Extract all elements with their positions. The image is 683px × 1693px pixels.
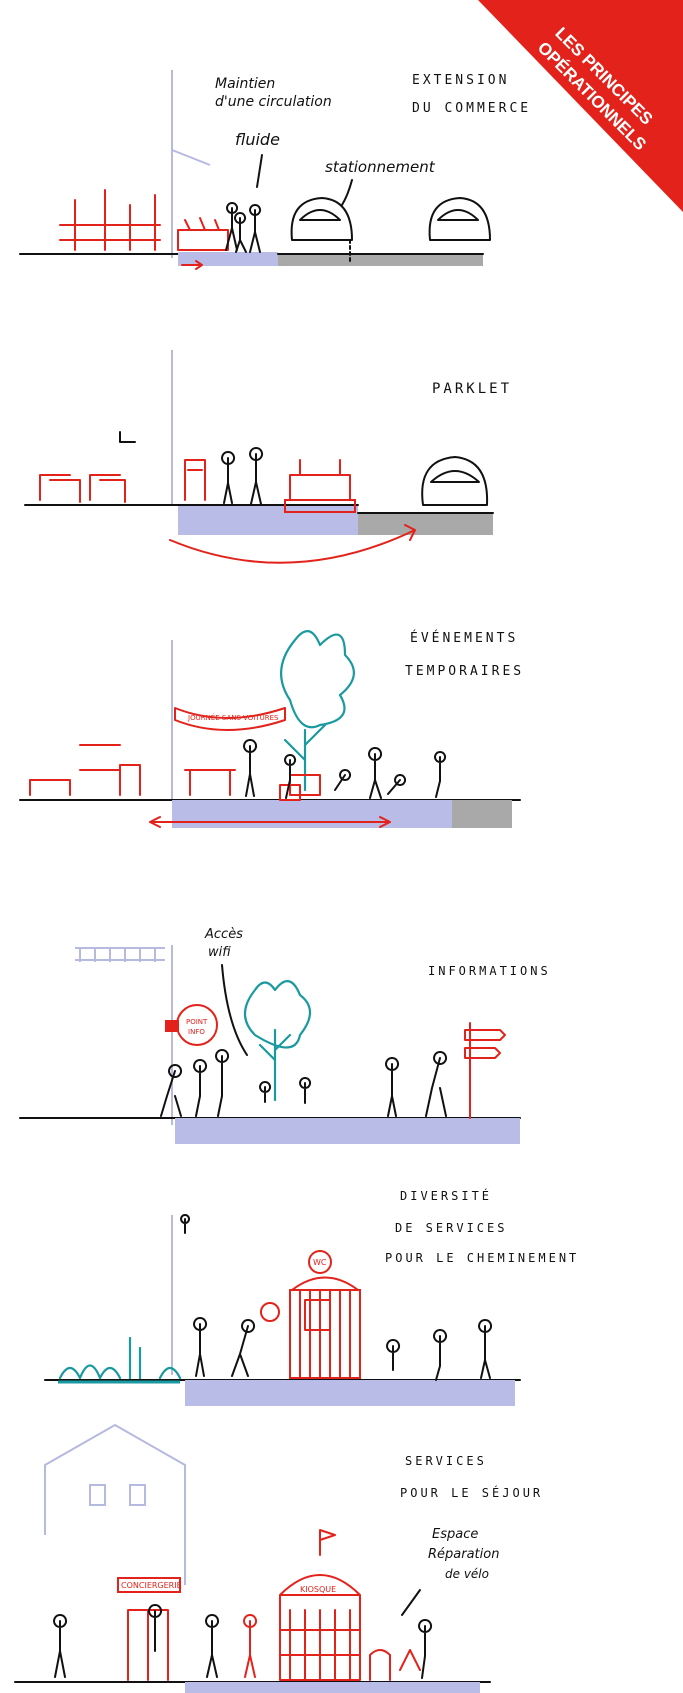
- kiosque-sign: KIOSQUE: [300, 1585, 336, 1594]
- panel-services-sejour: CONCIERGERIE KIOSQUE Espace Réparation d…: [15, 1425, 543, 1693]
- note-wifi-2: wifi: [208, 945, 231, 960]
- kiosk-sign: WC: [313, 1258, 327, 1267]
- note-bike-repair-3: de vélo: [445, 1567, 489, 1581]
- panel1-title-line1: EXTENSION: [412, 73, 509, 88]
- info-sign-line2: INFO: [188, 1028, 205, 1036]
- panel-extension-commerce: Maintien d'une circulation fluide statio…: [20, 70, 531, 269]
- panel-informations: POINT INFO Accès wifi INFORMATIONS: [20, 927, 551, 1144]
- panel6-title-line2: POUR LE SÉJOUR: [400, 1485, 543, 1500]
- note-parking: stationnement: [325, 158, 436, 176]
- note-circulation-3: fluide: [235, 130, 280, 149]
- note-wifi-1: Accès: [204, 927, 243, 942]
- note-circulation-2: d'une circulation: [215, 94, 332, 110]
- panel5-title-line1: DIVERSITÉ: [400, 1188, 492, 1203]
- panel6-title-line1: SERVICES: [405, 1454, 487, 1468]
- panel1-title-line2: DU COMMERCE: [412, 101, 531, 116]
- panel2-title: PARKLET: [432, 381, 512, 397]
- note-circulation-1: Maintien: [215, 76, 275, 92]
- event-banner-text: JOURNÉE SANS VOITURES: [187, 713, 279, 722]
- panel-parklet: PARKLET: [25, 350, 512, 563]
- panel3-title-line2: TEMPORAIRES: [405, 664, 524, 679]
- conciergerie-sign: CONCIERGERIE: [121, 1581, 182, 1590]
- panel-evenements: JOURNÉE SANS VOITURES ÉVÉNEMENTS TEMPORA…: [20, 630, 524, 828]
- info-sign-line1: POINT: [186, 1018, 208, 1026]
- panel-diversite-services: WC DIVERSITÉ DE SERVICES POUR LE CHEMINE…: [45, 1188, 579, 1406]
- note-bike-repair-2: Réparation: [428, 1547, 499, 1562]
- panel5-title-line3: POUR LE CHEMINEMENT: [385, 1251, 579, 1265]
- panel3-title-line1: ÉVÉNEMENTS: [410, 630, 518, 646]
- note-bike-repair-1: Espace: [432, 1527, 478, 1542]
- panel5-title-line2: DE SERVICES: [395, 1221, 507, 1235]
- panel4-title: INFORMATIONS: [428, 964, 551, 978]
